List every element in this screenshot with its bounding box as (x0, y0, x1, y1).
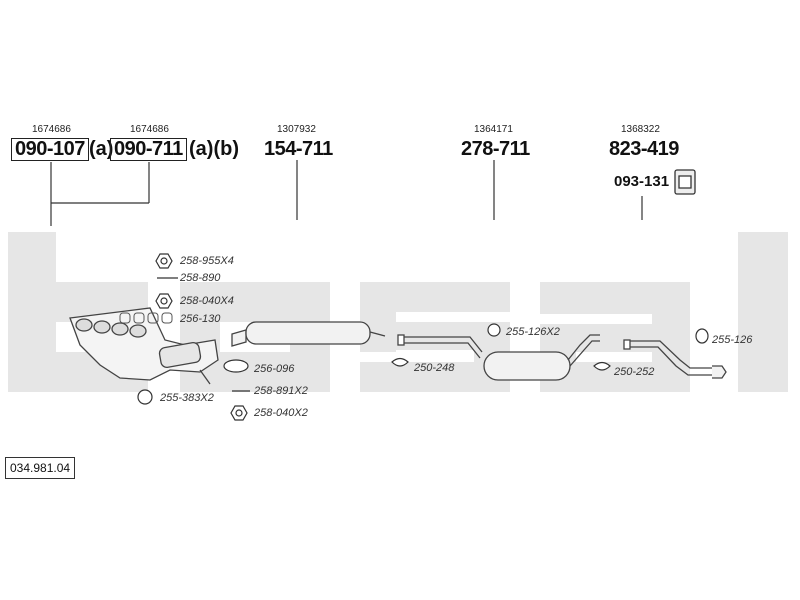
part-ref-rear-pipe: 1368322 (621, 124, 660, 135)
fitting-label[interactable]: 258-040X4 (180, 295, 234, 307)
part-note-front-pipe-b: (a)(b) (189, 138, 239, 160)
part-number-center-silencer[interactable]: 278-711 (461, 138, 530, 160)
fitting-label[interactable]: 255-383X2 (160, 392, 214, 404)
fitting-label[interactable]: 258-040X2 (254, 407, 308, 419)
part-number-front-pipe-a[interactable]: 090-107 (11, 138, 89, 161)
leader-lines (50, 160, 643, 226)
fitting-label[interactable]: 256-096 (254, 363, 295, 375)
fitting-label[interactable]: 255-126 (712, 334, 753, 346)
fitting-label[interactable]: 258-891X2 (254, 385, 308, 397)
gasket-set-drawing (119, 312, 173, 324)
diagram-number: 034.981.04 (5, 457, 76, 479)
fitting-label[interactable]: 250-248 (414, 362, 455, 374)
fitting-label[interactable]: 250-252 (614, 366, 655, 378)
part-ref-middle-silencer: 1307932 (277, 124, 316, 135)
manifold-drawing (69, 307, 219, 385)
fastener-icons (137, 253, 250, 421)
fitting-label[interactable]: 258-890 (180, 272, 221, 284)
part-ref-front-pipe-b: 1674686 (130, 124, 169, 135)
center-silencer-drawing (397, 334, 600, 381)
part-ref-front-pipe-a: 1674686 (32, 124, 71, 135)
middle-silencer-drawing (231, 321, 386, 347)
part-ref-center-silencer: 1364171 (474, 124, 513, 135)
hanger-icons (391, 323, 709, 371)
part-number-bracket[interactable]: 093-131 (614, 173, 670, 190)
fitting-label[interactable]: 255-126X2 (506, 326, 560, 338)
bracket-icon (674, 169, 696, 195)
rear-pipe-drawing (623, 339, 727, 379)
part-number-middle-silencer[interactable]: 154-711 (264, 138, 333, 160)
fitting-label[interactable]: 258-955X4 (180, 255, 234, 267)
part-note-front-pipe-a: (a) (89, 138, 114, 160)
part-number-rear-pipe[interactable]: 823-419 (609, 138, 679, 160)
part-number-front-pipe-b[interactable]: 090-711 (110, 138, 187, 161)
fitting-label[interactable]: 256-130 (180, 313, 221, 325)
